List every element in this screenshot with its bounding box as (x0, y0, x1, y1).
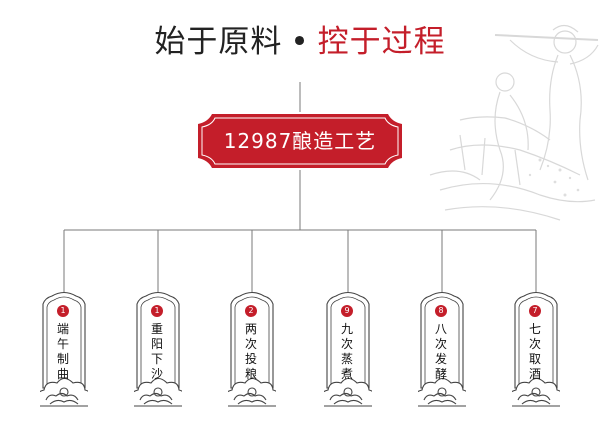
step-badge-2: 1 (151, 305, 163, 317)
step-badge-4: 9 (341, 305, 353, 317)
step-badge-3: 2 (245, 305, 257, 317)
step-badge-1: 1 (57, 305, 69, 317)
title-part-2: 控于过程 (317, 24, 446, 60)
step-label-5: 八次发酵 (434, 322, 447, 381)
step-card-4: 9 九次蒸煮 (324, 290, 372, 410)
step-card-1: 1 端午制曲 (40, 290, 88, 410)
auspicious-cloud-icon (40, 291, 88, 407)
auspicious-cloud-icon (134, 291, 182, 407)
auspicious-cloud-icon (324, 291, 372, 407)
diagram-title: 始于原料•控于过程 (0, 22, 600, 62)
auspicious-cloud-icon (228, 291, 276, 407)
step-label-3: 两次投粮 (244, 322, 257, 381)
step-label-4: 九次蒸煮 (340, 322, 353, 381)
step-label-6: 七次取酒 (528, 322, 541, 381)
auspicious-cloud-icon (512, 291, 560, 407)
step-label-2: 重阳下沙 (150, 322, 163, 381)
title-separator: • (290, 24, 310, 60)
step-card-6: 7 七次取酒 (512, 290, 560, 410)
step-label-1: 端午制曲 (56, 322, 69, 381)
root-plaque (198, 114, 402, 168)
step-badge-5: 8 (435, 305, 447, 317)
root-label: 12987酿造工艺 (223, 129, 377, 153)
step-card-5: 8 八次发酵 (418, 290, 466, 410)
step-card-2: 1 重阳下沙 (134, 290, 182, 410)
worker-sketch-icon (429, 24, 599, 221)
step-card-3: 2 两次投粮 (228, 290, 276, 410)
auspicious-cloud-icon (418, 291, 466, 407)
step-badge-6: 7 (529, 305, 541, 317)
title-part-1: 始于原料 (154, 24, 283, 60)
